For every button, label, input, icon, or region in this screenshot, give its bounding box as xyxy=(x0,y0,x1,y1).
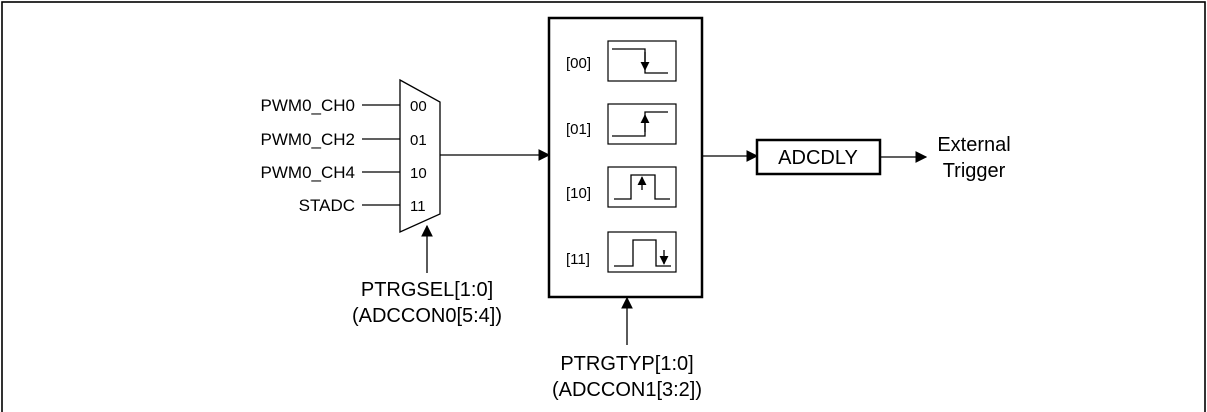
select-code: 01 xyxy=(410,132,427,149)
pulse-rising-edge-icon xyxy=(614,174,670,200)
type-select-label: PTRGTYP[1:0] xyxy=(560,353,693,375)
pulse-falling-edge-icon xyxy=(614,239,671,267)
input-signal-label: PWM0_CH0 xyxy=(261,96,355,115)
trigger-code: [00] xyxy=(566,55,591,72)
trigger-option-01: [01] xyxy=(566,103,677,145)
trigger-option-00: [00] xyxy=(566,40,677,82)
mux-input-2: PWM0_CH4 10 xyxy=(261,163,427,182)
falling-edge-icon xyxy=(612,48,668,74)
mux-select-register: (ADCCON0[5:4]) xyxy=(352,305,502,327)
trigger-icon-box xyxy=(607,103,677,145)
select-code: 10 xyxy=(410,165,427,182)
input-mux: PWM0_CH0 00 PWM0_CH2 01 PWM0_CH4 10 STAD… xyxy=(261,78,502,327)
trigger-icon-box xyxy=(607,40,677,82)
type-select-register: (ADCCON1[3:2]) xyxy=(552,379,702,401)
output-label-line1: External xyxy=(937,134,1010,156)
adcdly-block: ADCDLY xyxy=(755,138,882,176)
mux-body xyxy=(399,78,441,234)
trigger-icon-box xyxy=(607,231,677,273)
trigger-option-11: [11] xyxy=(566,231,677,273)
mux-select-label: PTRGSEL[1:0] xyxy=(361,279,493,301)
adcdly-label: ADCDLY xyxy=(778,147,858,169)
select-code: 00 xyxy=(410,98,427,115)
trigger-code: [11] xyxy=(566,251,590,268)
trigger-type-block: [00] [01] [10] [1 xyxy=(547,16,704,401)
mux-input-3: STADC 11 xyxy=(299,196,426,215)
rising-edge-icon xyxy=(612,111,668,137)
input-signal-label: PWM0_CH4 xyxy=(261,163,355,182)
output-label-line2: Trigger xyxy=(943,160,1006,182)
trigger-code: [01] xyxy=(566,121,591,138)
select-code: 11 xyxy=(410,198,426,215)
input-signal-label: STADC xyxy=(299,196,355,215)
trigger-code: [10] xyxy=(566,185,591,202)
trigger-option-10: [10] xyxy=(566,166,677,208)
mux-input-0: PWM0_CH0 00 xyxy=(261,96,427,115)
mux-input-1: PWM0_CH2 01 xyxy=(261,130,427,149)
input-signal-label: PWM0_CH2 xyxy=(261,130,355,149)
